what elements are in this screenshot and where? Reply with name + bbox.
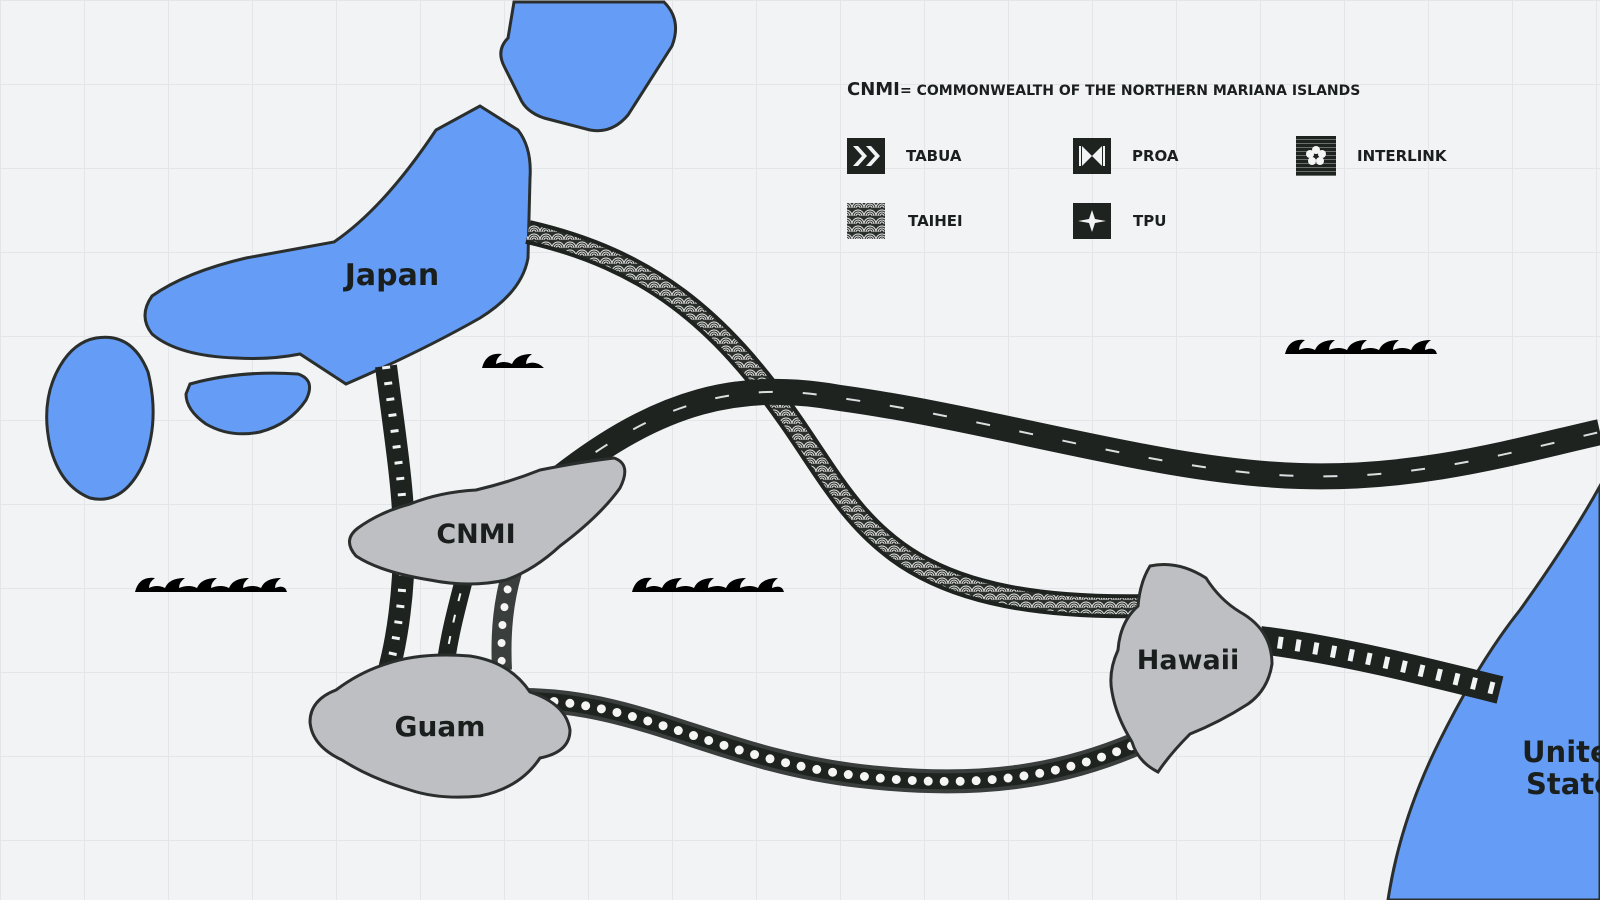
legend-item-interlink: INTERLINK bbox=[1296, 136, 1448, 176]
wave-icon bbox=[135, 577, 287, 592]
legend-note-definition: = COMMONWEALTH OF THE NORTHERN MARIANA I… bbox=[900, 83, 1360, 99]
wave-icon bbox=[632, 577, 784, 592]
seigaiha-wave-icon bbox=[847, 203, 885, 239]
united-states-label-line1: United bbox=[1522, 735, 1600, 769]
japan-landmass bbox=[143, 104, 532, 386]
landmasses bbox=[45, 0, 1600, 900]
legend-item-taihei: TAIHEI bbox=[847, 203, 963, 239]
tabua-cable bbox=[1258, 626, 1504, 704]
wave-icon bbox=[482, 353, 544, 368]
legend-item-proa: PROA bbox=[1073, 138, 1179, 174]
legend-label-interlink: INTERLINK bbox=[1357, 147, 1448, 165]
legend: CNMI = COMMONWEALTH OF THE NORTHERN MARI… bbox=[847, 79, 1448, 239]
united-states-label-line2: States bbox=[1526, 767, 1600, 801]
legend-note-abbr: CNMI bbox=[847, 79, 900, 100]
hokkaido-landmass bbox=[499, 0, 678, 133]
legend-label-proa: PROA bbox=[1132, 147, 1179, 165]
guam-label: Guam bbox=[395, 710, 486, 743]
cnmi-island bbox=[348, 456, 627, 586]
cables bbox=[375, 220, 1600, 794]
guam-island bbox=[308, 653, 572, 799]
place-labels: Japan CNMI Guam Hawaii United States bbox=[343, 258, 1600, 801]
legend-label-tabua: TABUA bbox=[906, 147, 962, 165]
japan-label: Japan bbox=[343, 258, 439, 293]
taihei-cable bbox=[525, 220, 1151, 619]
legend-label-tpu: TPU bbox=[1133, 212, 1166, 230]
cnmi-label: CNMI bbox=[436, 519, 515, 550]
hawaii-island bbox=[1109, 563, 1274, 774]
hawaii-label: Hawaii bbox=[1137, 645, 1240, 676]
legend-item-tpu: TPU bbox=[1073, 203, 1166, 239]
wave-ornaments bbox=[135, 339, 1437, 592]
tpu-cable bbox=[552, 378, 1600, 490]
shikoku-landmass bbox=[184, 371, 312, 436]
legend-item-tabua: TABUA bbox=[847, 138, 962, 174]
islands bbox=[308, 456, 1274, 799]
wave-icon bbox=[1285, 339, 1437, 354]
legend-label-taihei: TAIHEI bbox=[908, 212, 963, 230]
kyushu-landmass bbox=[45, 335, 155, 501]
